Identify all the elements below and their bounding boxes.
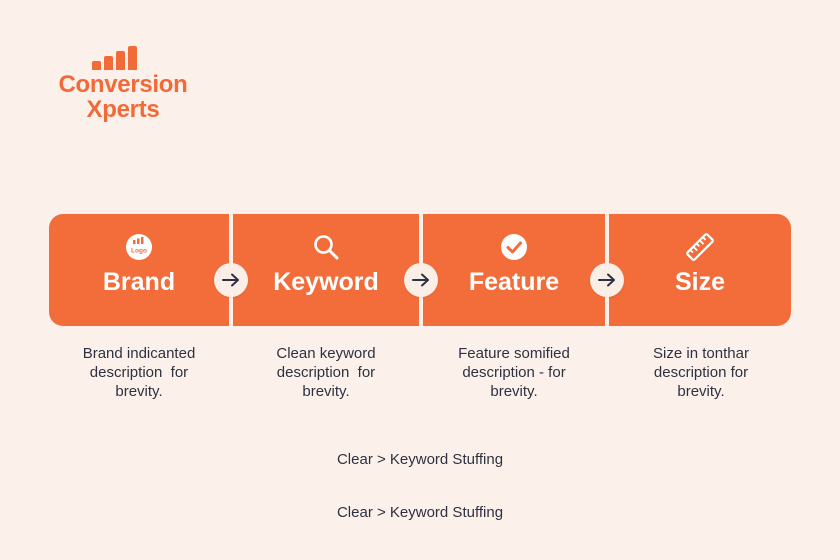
description-line: Brand indicanted	[82, 345, 196, 362]
logo-badge-text: Logo	[131, 248, 147, 255]
logo-line-1: Conversion	[58, 71, 188, 98]
description-line: brevity.	[677, 383, 725, 400]
step-title: Size	[674, 268, 726, 296]
step-feature: Feature	[423, 214, 605, 326]
arrow-right-icon	[590, 263, 624, 297]
description-line: description for	[276, 364, 376, 381]
description-line: brevity.	[302, 383, 350, 400]
step-description-keyword: Clean keyword description for brevity.	[236, 344, 416, 401]
arrow-right-icon	[214, 263, 248, 297]
description-line: description for	[653, 364, 749, 381]
ruler-icon	[683, 230, 717, 264]
step-title: Keyword	[273, 268, 379, 296]
description-line: Feature somified	[458, 345, 570, 362]
check-circle-icon	[497, 230, 531, 264]
attribute-flow: Logo Brand Keyword Feature	[49, 214, 791, 326]
footer-caption: Clear > Keyword Stuffing	[336, 504, 504, 521]
arrow-right-icon	[404, 263, 438, 297]
footer-caption: Clear > Keyword Stuffing	[336, 451, 504, 468]
brand-logo: Conversion Xperts	[48, 44, 198, 124]
logo-badge-icon: Logo	[122, 230, 156, 264]
description-line: brevity.	[115, 383, 163, 400]
step-size: Size	[609, 214, 791, 326]
logo-line-2: Xperts	[86, 96, 160, 123]
step-brand: Logo Brand	[49, 214, 229, 326]
description-line: brevity.	[490, 383, 538, 400]
step-keyword: Keyword	[233, 214, 419, 326]
step-description-brand: Brand indicanted description for brevity…	[49, 344, 229, 401]
description-line: description - for	[462, 364, 566, 381]
step-description-size: Size in tonthar description for brevity.	[611, 344, 791, 401]
description-line: Size in tonthar	[653, 345, 749, 362]
step-title: Feature	[468, 268, 560, 296]
step-description-feature: Feature somified description - for brevi…	[424, 344, 604, 401]
logo-wordmark: Conversion Xperts	[48, 72, 198, 122]
description-line: description for	[89, 364, 189, 381]
search-icon	[309, 230, 343, 264]
bar-chart-icon	[92, 46, 138, 70]
description-line: Clean keyword	[276, 345, 376, 362]
step-title: Brand	[102, 268, 176, 296]
